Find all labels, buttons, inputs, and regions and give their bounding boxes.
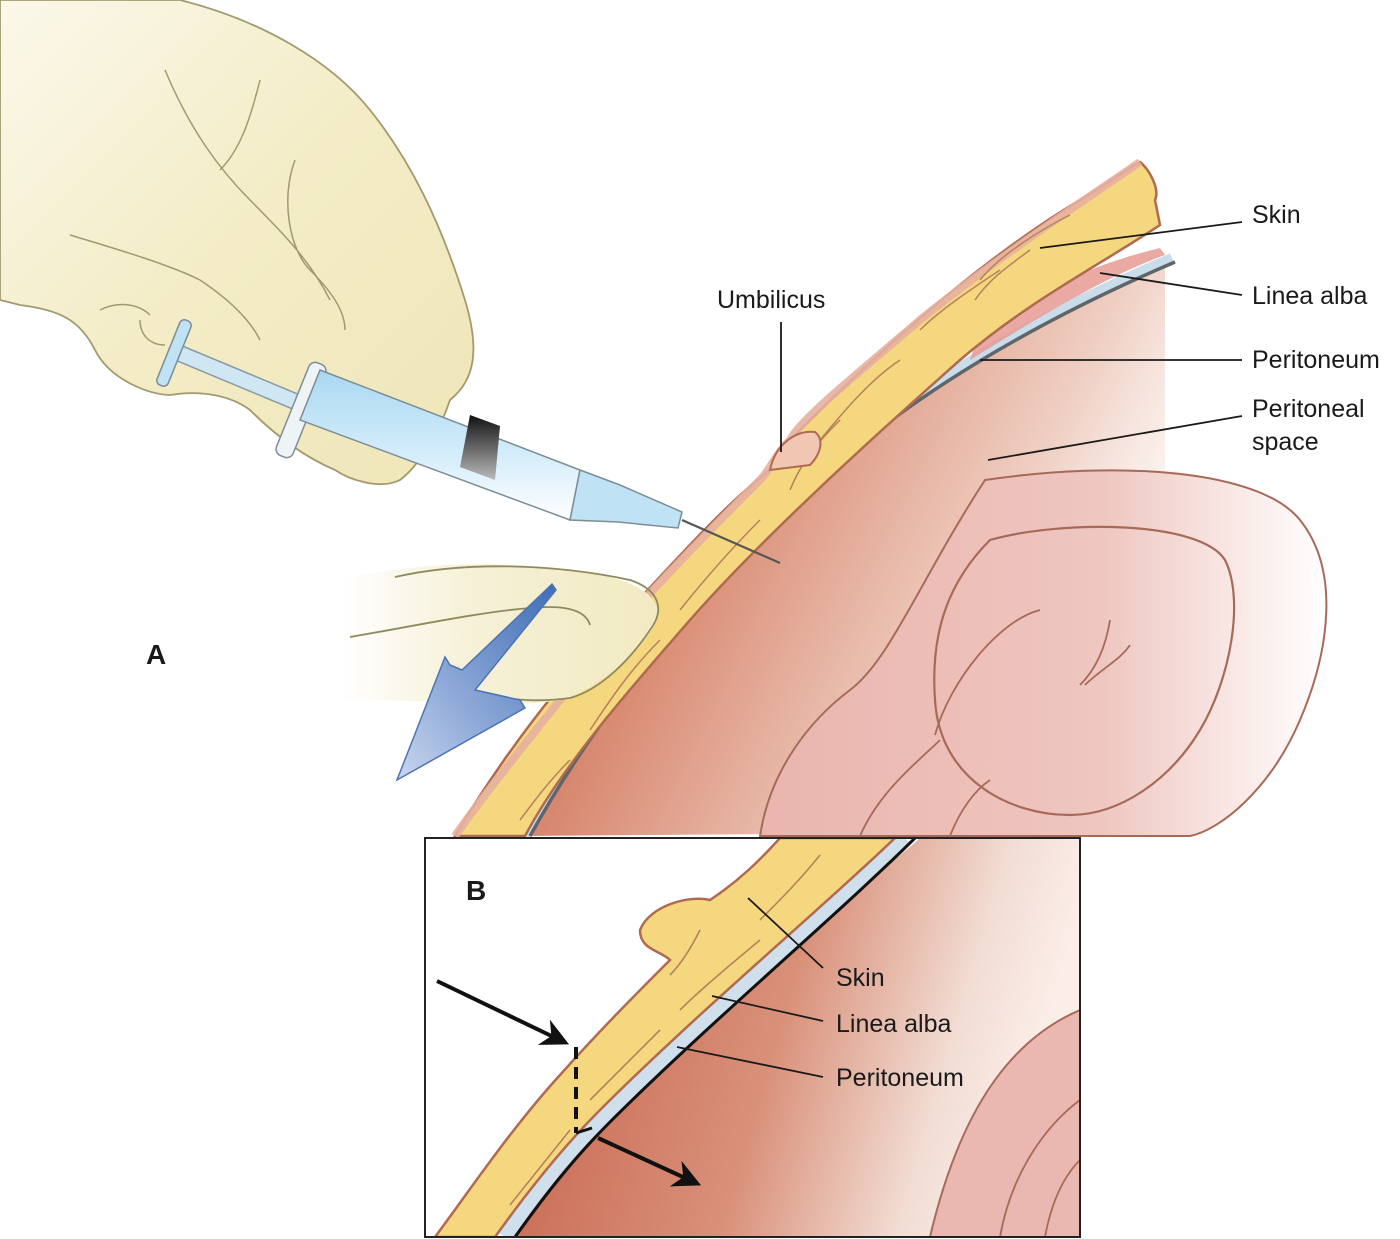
- syringe-thumb-rest: [156, 319, 192, 387]
- label-peritoneum-a: Peritoneum: [1252, 346, 1380, 374]
- leader-linea-alba-b: [711, 995, 824, 1022]
- inset-peritoneum-edge: [513, 838, 917, 1237]
- leader-peritoneal-space: [987, 415, 1243, 461]
- label-skin-a: Skin: [1252, 201, 1301, 229]
- fat-lobules: [519, 214, 1071, 821]
- label-linea-alba-a: Linea alba: [1252, 282, 1367, 310]
- inset-bowel: [928, 1008, 1080, 1237]
- leader-skin-b: [747, 897, 824, 969]
- label-linea-alba-b: Linea alba: [836, 1010, 951, 1038]
- bowel-fold-inner: [934, 609, 1131, 736]
- leader-peritoneum-b: [676, 1046, 824, 1078]
- panel-b: B Skin Linea alba Peritoneum: [424, 837, 1081, 1238]
- inset-bowel-fold: [999, 1099, 1080, 1237]
- traction-arrow: [395, 582, 557, 782]
- syringe: [156, 319, 781, 565]
- inset-peritoneum: [499, 838, 910, 1237]
- bowel-fold-lower: [859, 739, 991, 837]
- label-peritoneum-b: Peritoneum: [836, 1064, 964, 1092]
- entry-arrow: [436, 979, 570, 1045]
- inset-cavity: [505, 838, 1080, 1237]
- panel-a: A Umbilicus Skin Linea alba Peritoneum P…: [0, 0, 1380, 839]
- panel-letter-b: B: [466, 875, 486, 906]
- gloved-hand-top: [0, 0, 475, 485]
- syringe-needle: [681, 518, 781, 565]
- bowel-fold-outer: [933, 525, 1236, 817]
- label-peritoneal-space-line1: Peritoneal: [1252, 395, 1365, 423]
- syringe-plunger-head: [460, 415, 500, 480]
- leader-skin-a: [1039, 221, 1243, 249]
- label-umbilicus: Umbilicus: [717, 286, 825, 314]
- inset-fat-lobules: [509, 854, 821, 1206]
- inset-wall-fat: [433, 838, 897, 1237]
- label-peritoneal-space-line2: space: [1252, 428, 1319, 456]
- leader-linea-alba-a: [1099, 272, 1243, 296]
- z-track-shift: [575, 1126, 593, 1135]
- hand-creases: [69, 69, 346, 346]
- linea-alba-layer: [970, 248, 1165, 360]
- exit-arrow: [597, 1136, 702, 1187]
- label-skin-b: Skin: [836, 964, 885, 992]
- inset-frame: [424, 837, 1081, 1238]
- syringe-hub: [569, 468, 683, 529]
- finger-outline: [349, 565, 660, 702]
- bowel-loops: [758, 469, 1328, 837]
- panel-letter-a: A: [146, 639, 166, 670]
- umbilicus: [768, 430, 822, 472]
